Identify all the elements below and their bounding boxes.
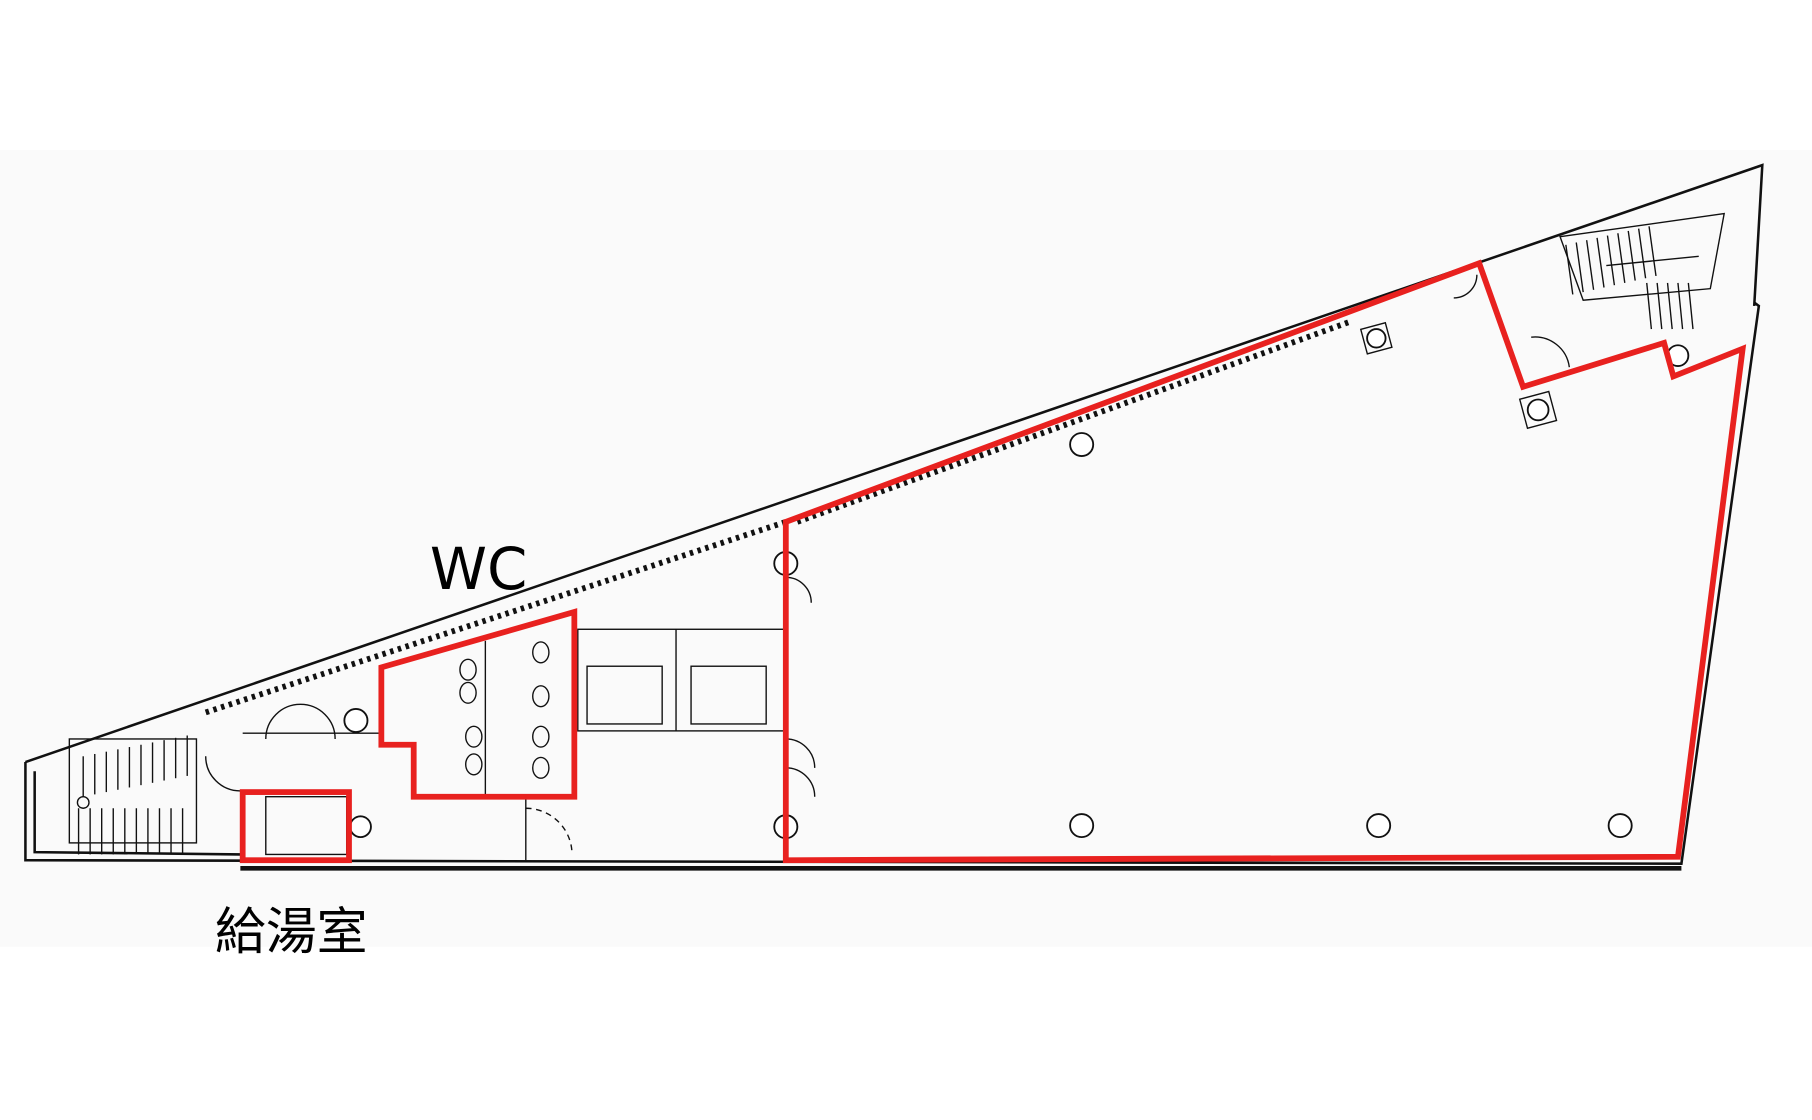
plan-background — [0, 150, 1812, 947]
kitchenette-outline — [239, 789, 352, 864]
toilet-fixture — [459, 681, 477, 704]
staircase-east — [1559, 212, 1726, 330]
kitchenette-label: 給湯室 — [215, 902, 368, 961]
column — [1607, 813, 1633, 839]
toilet-fixture — [532, 725, 550, 748]
wc-label: WC — [430, 535, 527, 603]
stair-tread — [1606, 235, 1616, 286]
doors — [785, 274, 1571, 797]
toilet-fixture — [465, 725, 483, 748]
building-outline — [24, 163, 1764, 871]
stair-tread — [1687, 282, 1694, 330]
stair-tread — [1646, 282, 1653, 330]
stair-tread — [1656, 282, 1663, 330]
stair-tread — [1596, 237, 1605, 288]
leasable-area-highlight — [239, 259, 1747, 864]
staircase-west — [68, 735, 198, 855]
stair-tread — [1585, 240, 1595, 290]
stair-tread — [1565, 244, 1574, 295]
wc-fixtures — [459, 641, 550, 779]
column — [1366, 813, 1392, 839]
stair-tread — [1677, 282, 1684, 330]
service-core — [205, 628, 787, 861]
column — [1069, 432, 1095, 458]
column — [1069, 813, 1095, 839]
toilet-fixture — [465, 753, 483, 776]
wc-outline — [378, 608, 578, 800]
stair-tread — [1627, 230, 1636, 281]
stair-tread — [1617, 233, 1626, 283]
toilet-fixture — [459, 658, 477, 681]
stair-tread — [1637, 228, 1647, 279]
toilet-fixture — [532, 756, 550, 779]
office-area-outline — [782, 259, 1747, 864]
stair-tread — [1575, 242, 1584, 293]
toilet-fixture — [532, 641, 550, 664]
stair-tread — [1648, 226, 1657, 277]
stair-tread — [1666, 282, 1673, 330]
toilet-fixture — [532, 685, 550, 708]
